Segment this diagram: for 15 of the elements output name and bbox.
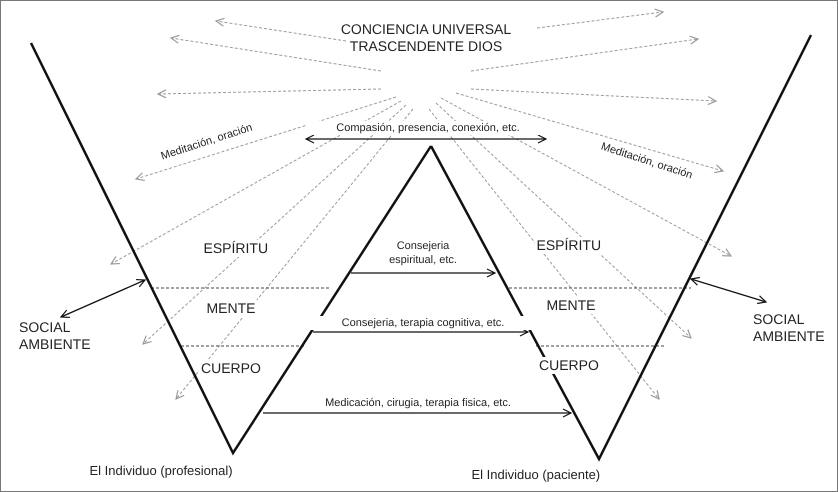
arrow — [263, 408, 572, 418]
layer-label: MENTE — [204, 300, 258, 317]
arrow — [690, 276, 767, 304]
arrow — [60, 278, 146, 318]
text-label: SOCIAL AMBIENTE — [753, 311, 837, 345]
caption-text: El Individuo (profesional) — [90, 463, 233, 478]
heading-text: CONCIENCIA UNIVERSAL TRASCENDENTE DIOS — [326, 21, 526, 55]
arrow — [351, 268, 496, 278]
layer-label: CUERPO — [537, 357, 601, 374]
caption-text: El Individuo (paciente) — [472, 467, 600, 482]
arrow — [305, 134, 547, 144]
layer-label: ESPÍRITU — [202, 240, 270, 257]
layer-label: ESPÍRITU — [534, 237, 604, 254]
text-label: SOCIAL AMBIENTE — [19, 319, 109, 353]
layer-label: MENTE — [544, 297, 598, 314]
